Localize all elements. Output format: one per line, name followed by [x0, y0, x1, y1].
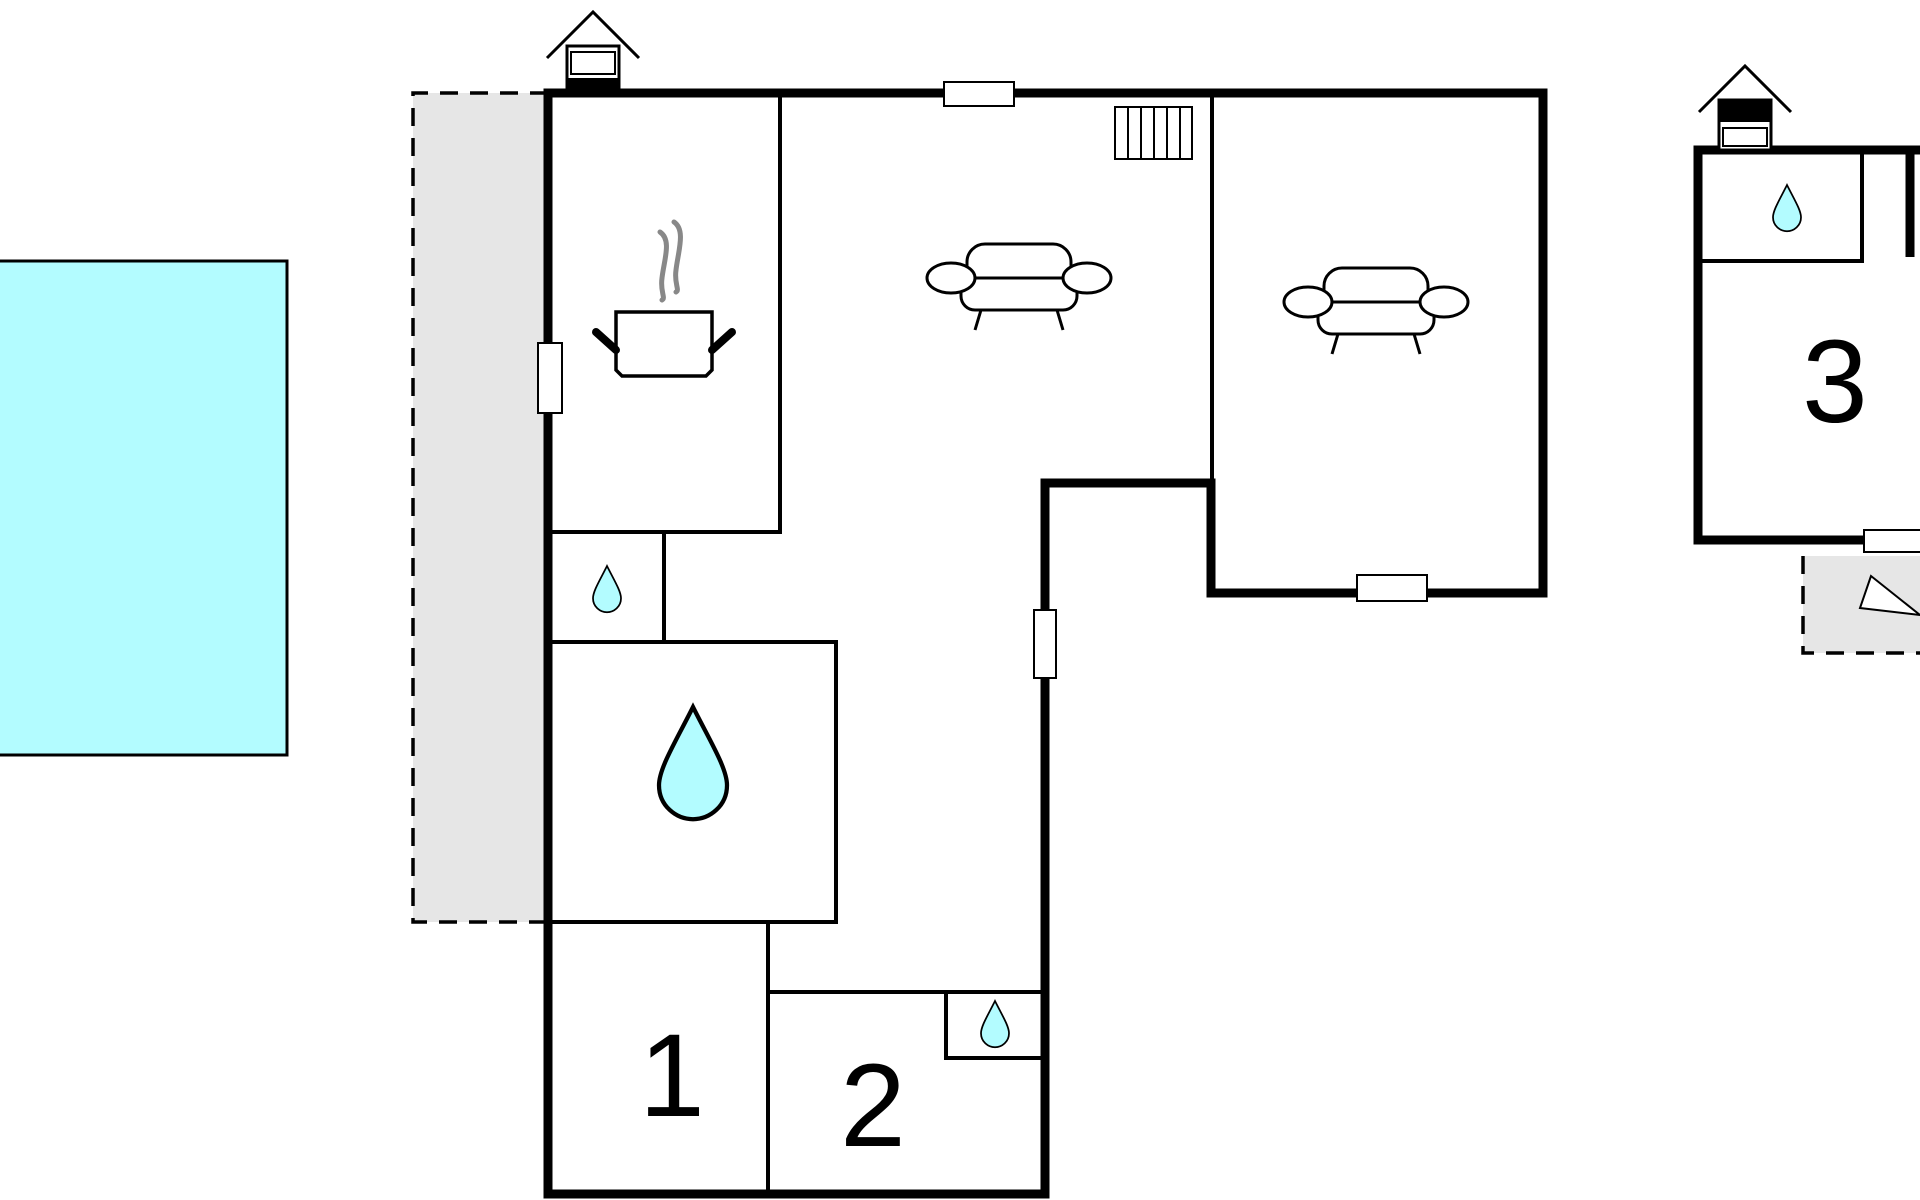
terrace-border — [411, 91, 548, 924]
annex-terrace-marker — [1858, 574, 1920, 617]
water-drop-icon — [659, 707, 727, 819]
interior-walls — [552, 97, 1214, 1190]
sofa-icon — [925, 242, 1113, 332]
annex-terrace-border — [1801, 556, 1920, 655]
house-icon — [1697, 64, 1793, 152]
water-drop-icon — [980, 1000, 1010, 1049]
terrace-area — [413, 93, 548, 922]
room-label-1: 1 — [639, 1010, 705, 1142]
house-icon — [545, 10, 641, 98]
cooking-pot-icon — [592, 219, 736, 378]
room-label-3: 3 — [1802, 316, 1868, 448]
stairs-icon — [1114, 106, 1193, 160]
room-label-2: 2 — [840, 1040, 906, 1172]
water-drop-icon — [592, 565, 622, 614]
sofa-icon — [1282, 266, 1470, 356]
water-drop-icon — [1772, 184, 1802, 233]
annex-building — [1693, 145, 1920, 553]
pool-area — [0, 259, 289, 757]
